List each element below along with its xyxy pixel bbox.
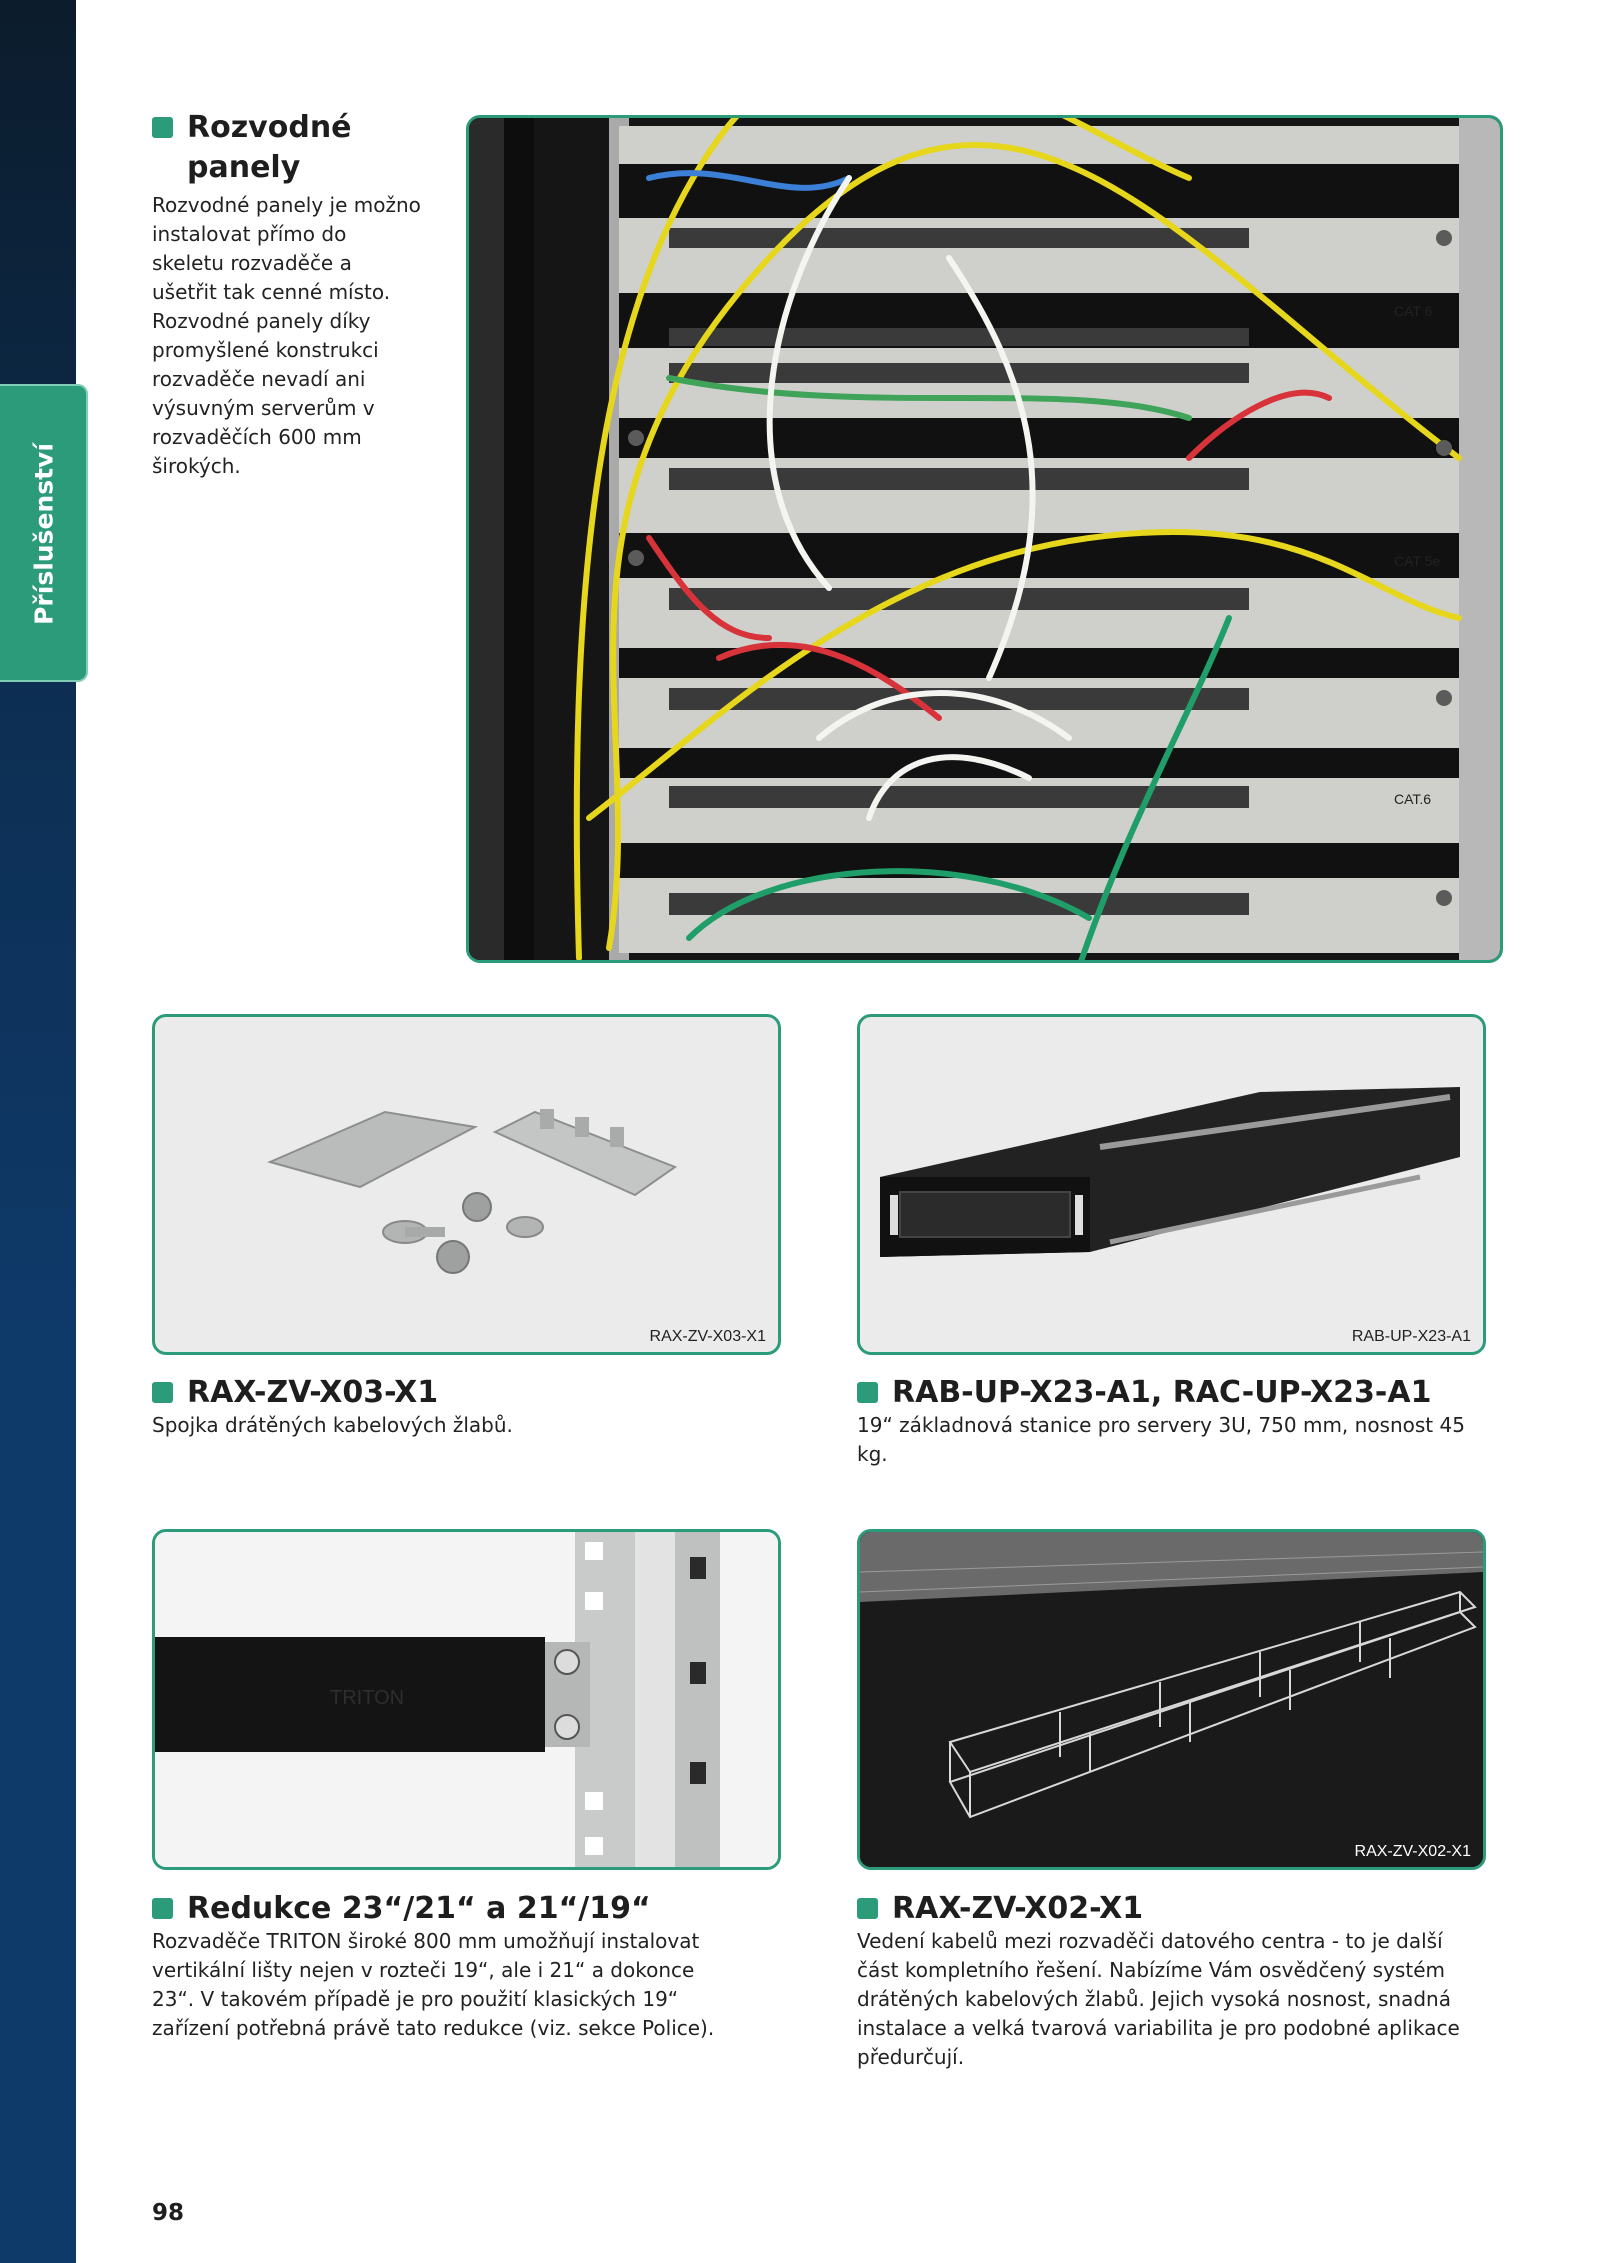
image-code-label: RAX-ZV-X02-X1 (1354, 1843, 1471, 1860)
panels-text: Rozvodné panely je možno instalovat přím… (152, 193, 421, 478)
cat6-label-2: CAT.6 (1394, 791, 1431, 807)
cat5e-label: CAT 5e (1394, 553, 1440, 569)
reduction-image: TRITON (155, 1532, 778, 1867)
rab-up-title: RAB-UP-X23-A1, RAC-UP-X23-A1 (892, 1375, 1432, 1410)
cable-tray-image (860, 1532, 1483, 1867)
patch-panel-image: CAT 6 CAT 5e CAT.6 (469, 118, 1500, 960)
bullet-icon (857, 1382, 878, 1403)
panels-title: Rozvodné panely (187, 110, 352, 185)
rax-zv-x03-heading: RAX-ZV-X03-X1 (152, 1373, 438, 1413)
bullet-icon (152, 117, 173, 138)
cat6-label: CAT 6 (1394, 303, 1433, 319)
bullet-icon (857, 1898, 878, 1919)
image-code-label: RAB-UP-X23-A1 (1351, 1328, 1471, 1345)
connector-image (267, 1109, 678, 1274)
rab-up-photo: RAB-UP-X23-A1 (857, 1014, 1486, 1355)
patch-panel-photo: CAT 6 CAT 5e CAT.6 (466, 115, 1503, 963)
redukce-title: Redukce 23“/21“ a 21“/19“ (187, 1891, 651, 1926)
section-tab-label: Příslušenství (29, 443, 59, 625)
rax-zv-x03-photo: RAX-ZV-X03-X1 (152, 1014, 781, 1355)
rax-zv-x03-text: Spojka drátěných kabelových žlabů. (152, 1413, 513, 1437)
rax-zv-x03-title: RAX-ZV-X03-X1 (187, 1375, 439, 1410)
redukce-photo: TRITON (152, 1529, 781, 1870)
rax-zv-x02-photo: RAX-ZV-X02-X1 (857, 1529, 1486, 1870)
rab-up-heading: RAB-UP-X23-A1, RAC-UP-X23-A1 (857, 1373, 1431, 1413)
rax-zv-x02-text: Vedení kabelů mezi rozvaděči datového ce… (857, 1929, 1460, 2069)
image-code-label: RAX-ZV-X03-X1 (649, 1328, 766, 1345)
bullet-icon (152, 1898, 173, 1919)
triton-logo: TRITON (330, 1687, 404, 1709)
server-base-image (880, 1087, 1460, 1257)
rax-zv-x02-title: RAX-ZV-X02-X1 (892, 1891, 1144, 1926)
bullet-icon (152, 1382, 173, 1403)
panels-heading: Rozvodné panely (152, 108, 392, 188)
rab-up-text: 19“ základnová stanice pro servery 3U, 7… (857, 1413, 1465, 1466)
page-number: 98 (152, 2200, 185, 2226)
redukce-heading: Redukce 23“/21“ a 21“/19“ (152, 1889, 651, 1929)
section-tab (0, 384, 88, 682)
rax-zv-x02-heading: RAX-ZV-X02-X1 (857, 1889, 1143, 1929)
redukce-text: Rozvaděče TRITON široké 800 mm umožňují … (152, 1929, 715, 2040)
sidebar (0, 0, 76, 2263)
